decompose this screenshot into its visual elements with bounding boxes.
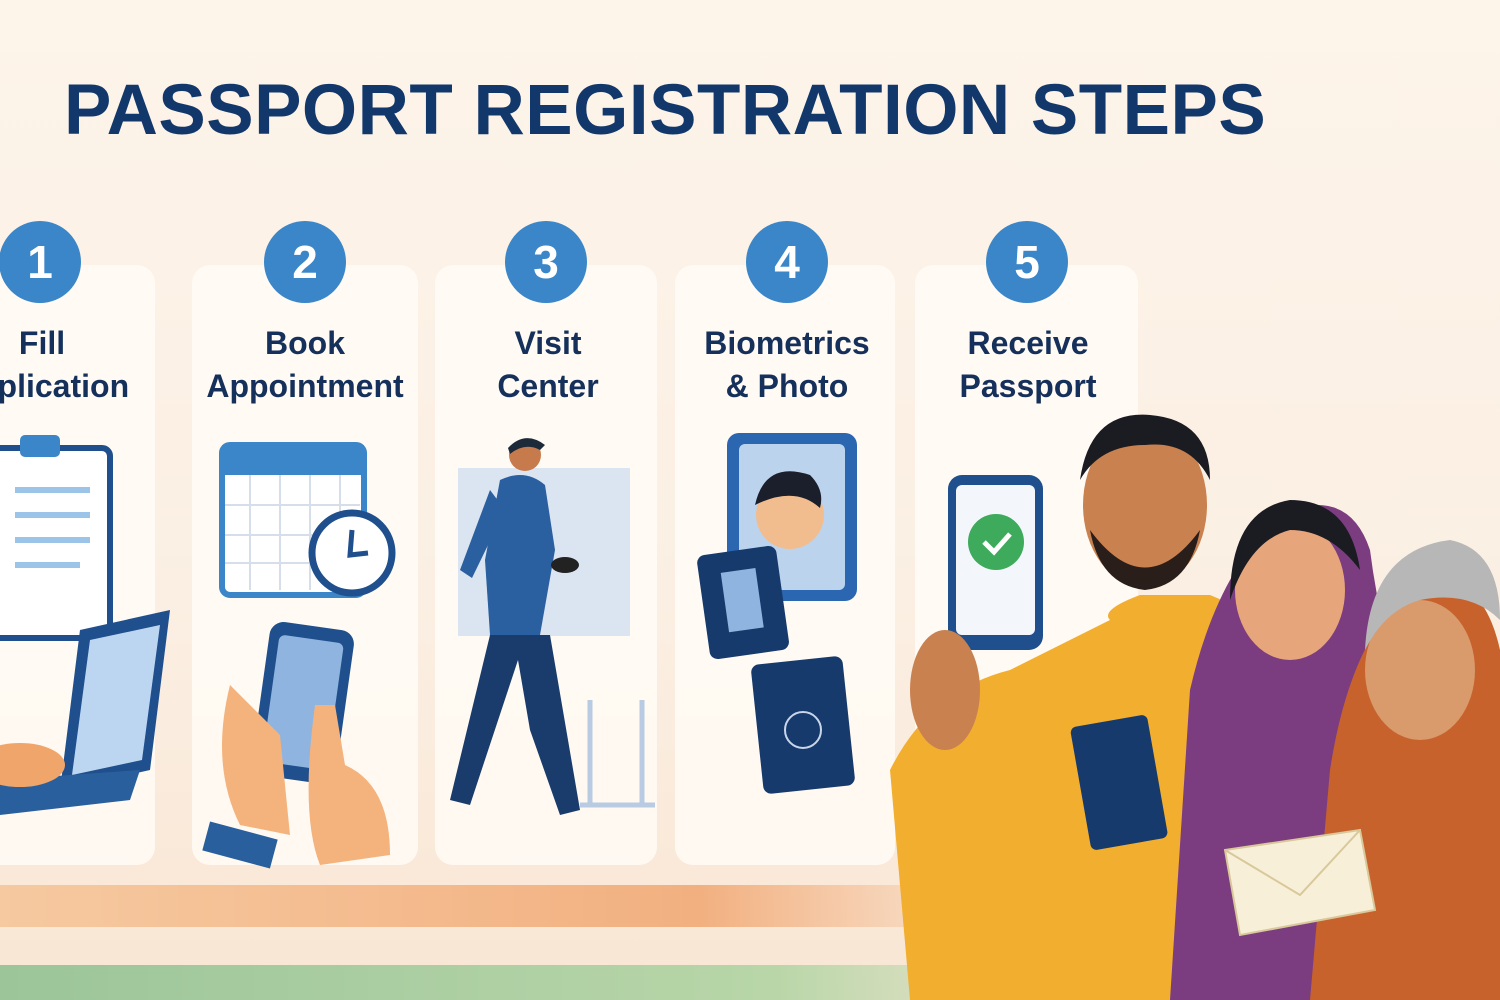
step-number-4: 4	[746, 221, 828, 303]
step-label-1: FillApplication	[0, 325, 130, 404]
step-number-2: 2	[264, 221, 346, 303]
step-number-3: 3	[505, 221, 587, 303]
step-number-1: 1	[0, 221, 81, 303]
clipboard-laptop-icon	[0, 435, 170, 815]
walking-person-icon	[450, 438, 655, 815]
decorative-stripe-orange	[0, 885, 1000, 927]
calendar-clock-phone-icon	[202, 442, 396, 869]
step-label-4: Biometrics& Photo	[704, 325, 870, 404]
happy-family-receiving-passport-illustration	[890, 414, 1500, 1000]
step-number-5: 5	[986, 221, 1068, 303]
page-title: PASSPORT REGISTRATION STEPS	[64, 71, 1267, 150]
photo-passport-icon	[697, 433, 857, 794]
